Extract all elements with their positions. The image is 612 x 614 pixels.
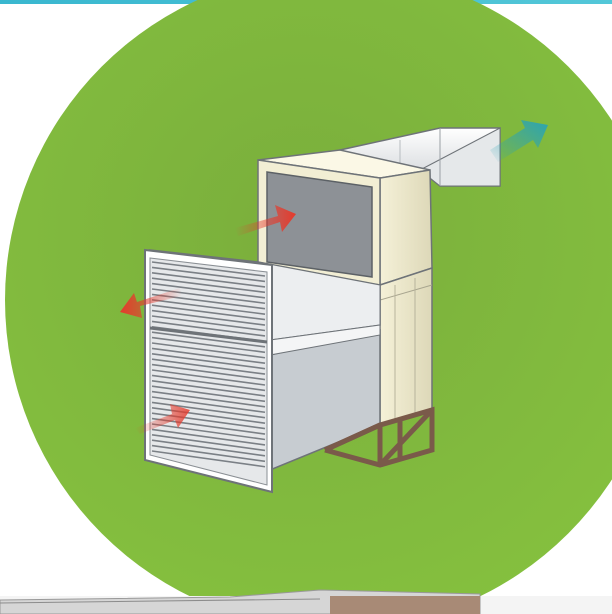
louver-grille-icon [145,250,272,492]
bottom-photo-strip [0,590,612,614]
